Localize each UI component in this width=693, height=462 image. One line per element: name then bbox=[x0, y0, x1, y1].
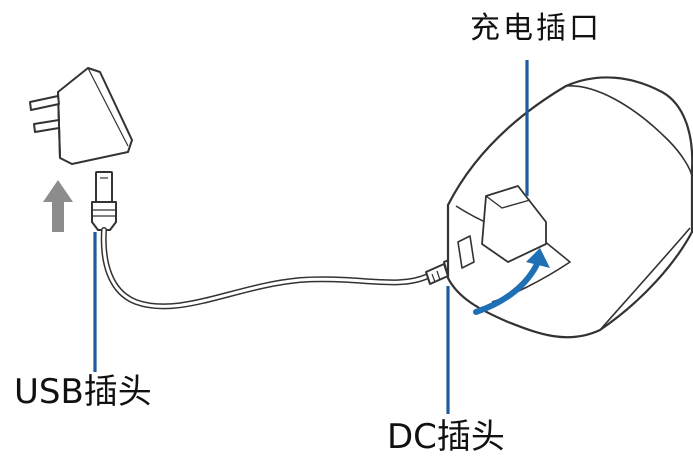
adapter-prong-top bbox=[29, 95, 60, 111]
callout-lines bbox=[93, 60, 529, 414]
cable bbox=[100, 227, 431, 310]
charging-port-label: 充电插口 bbox=[470, 11, 602, 46]
insert-up-arrow-icon bbox=[43, 180, 73, 232]
usb-plug bbox=[91, 171, 117, 231]
connect-curved-arrow-icon bbox=[473, 248, 550, 315]
charger-base bbox=[446, 76, 693, 339]
usb-plug-label: USB插头 bbox=[14, 372, 152, 412]
adapter-prong-bottom bbox=[33, 119, 60, 133]
wall-adapter bbox=[29, 67, 133, 165]
dc-plug-label: DC插头 bbox=[387, 417, 505, 457]
